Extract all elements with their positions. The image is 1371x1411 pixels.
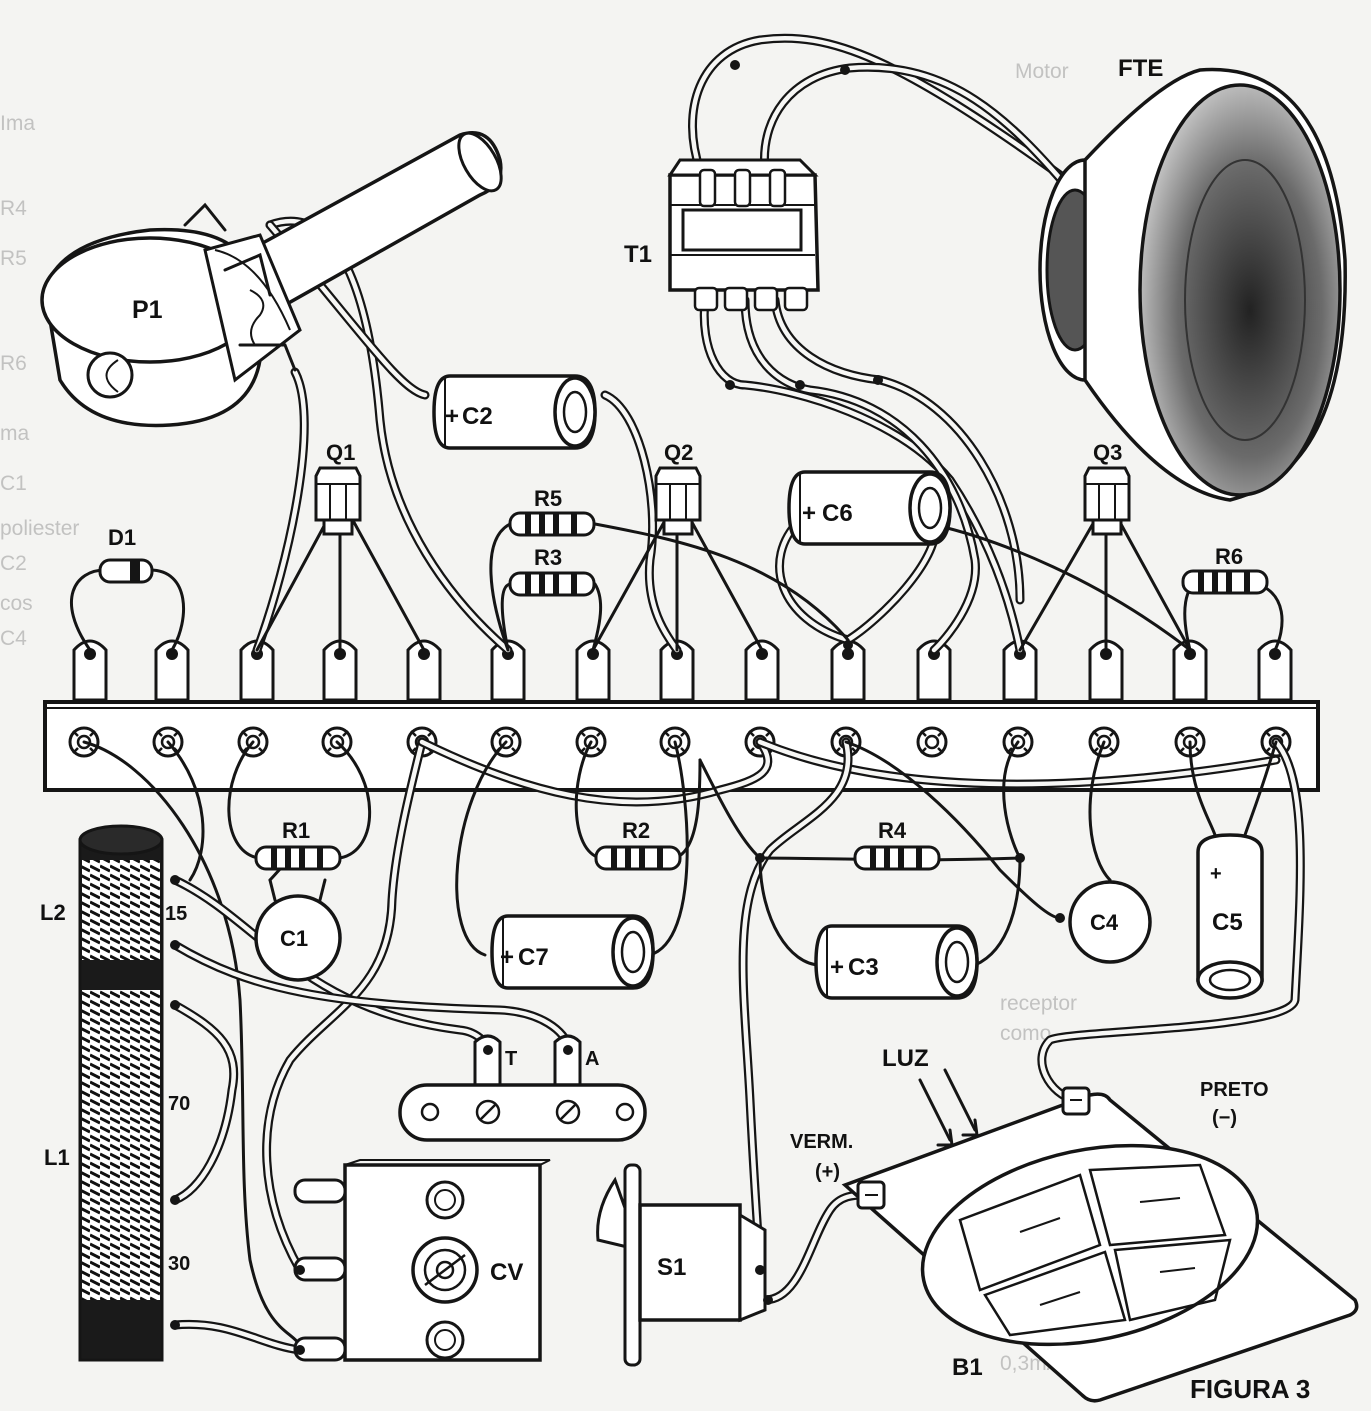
c3-plus: +	[830, 954, 844, 981]
label-c6: C6	[822, 500, 853, 527]
label-s1: S1	[657, 1254, 686, 1281]
svg-text:C2: C2	[0, 552, 27, 575]
capacitor-c1: C1	[254, 878, 342, 982]
svg-text:Ima: Ima	[0, 112, 35, 135]
label-c2: C2	[462, 403, 493, 430]
label-c5-plus: +	[1210, 863, 1222, 885]
svg-text:R4: R4	[0, 197, 27, 220]
label-r4: R4	[878, 818, 907, 843]
label-r6: R6	[1215, 544, 1243, 569]
antenna-terminal: T A	[398, 1034, 647, 1142]
label-p1: P1	[132, 296, 163, 324]
transistor-q2: Q2	[654, 440, 702, 536]
svg-text:poliester: poliester	[0, 517, 79, 540]
label-turns-30: 30	[168, 1253, 190, 1275]
capacitor-c2: C2	[432, 374, 597, 450]
label-d1: D1	[108, 525, 136, 550]
speaker-fte: FTE	[1038, 55, 1347, 502]
label-c1: C1	[280, 926, 308, 951]
svg-text:como: como	[1000, 1022, 1051, 1045]
svg-text:R5: R5	[0, 247, 27, 270]
upper-wires	[252, 33, 1075, 655]
solder-points	[725, 60, 1065, 923]
diode-d1: D1	[98, 525, 154, 584]
label-cv: CV	[490, 1259, 523, 1286]
c6-plus: +	[802, 500, 816, 527]
label-r1: R1	[282, 818, 310, 843]
polarity-marks: + + + +	[445, 403, 844, 981]
label-b1: B1	[952, 1354, 983, 1381]
label-verm-sign: (+)	[815, 1161, 840, 1183]
label-preto-sign: (−)	[1212, 1107, 1237, 1129]
figure-caption: FIGURA 3	[1190, 1374, 1310, 1404]
transformer-t1: T1	[624, 158, 820, 312]
label-c7: C7	[518, 944, 549, 971]
svg-text:cos: cos	[0, 592, 33, 615]
solar-cell-b1: B1 LUZ PRETO (−) VERM. (+)	[790, 1045, 1359, 1403]
label-verm: VERM.	[790, 1131, 853, 1153]
antenna-coil: L2 15 L1 70 30	[40, 824, 190, 1362]
resistor-r2: R2	[596, 818, 680, 869]
capacitor-c3: C3	[814, 924, 979, 1000]
svg-text:C1: C1	[0, 472, 27, 495]
upper-leads	[70, 513, 1284, 652]
label-t: T	[505, 1048, 517, 1070]
label-q3: Q3	[1093, 440, 1122, 465]
svg-text:C4: C4	[0, 627, 27, 650]
resistor-r5: R5	[510, 486, 594, 535]
svg-text:receptor: receptor	[1000, 992, 1077, 1015]
terminal-strip	[43, 639, 1320, 792]
resistor-r1: R1	[256, 818, 340, 869]
resistor-r4: R4	[855, 818, 939, 869]
resistor-r6: R6	[1183, 544, 1267, 593]
label-t1: T1	[624, 241, 652, 268]
svg-text:ma: ma	[0, 422, 29, 445]
label-q1: Q1	[326, 440, 355, 465]
capacitor-c5: + C5	[1196, 833, 1264, 1000]
label-r2: R2	[622, 818, 650, 843]
label-c5: C5	[1212, 909, 1243, 936]
switch-s1: S1	[596, 1163, 773, 1367]
c7-plus: +	[500, 944, 514, 971]
svg-text:Motor: Motor	[1015, 60, 1069, 83]
label-fte: FTE	[1118, 55, 1163, 82]
label-l1: L1	[44, 1145, 70, 1170]
capacitor-c7: C7	[490, 914, 655, 990]
resistor-r3: R3	[510, 545, 594, 595]
label-turns-15: 15	[165, 903, 187, 925]
label-a: A	[585, 1048, 599, 1070]
label-l2: L2	[40, 900, 66, 925]
label-preto: PRETO	[1200, 1079, 1269, 1101]
transistor-q3: Q3	[1083, 440, 1131, 536]
label-c3: C3	[848, 954, 879, 981]
variable-capacitor-cv: CV	[293, 1159, 551, 1362]
c2-plus: +	[445, 403, 459, 430]
capacitor-c6: C6	[787, 470, 952, 546]
lower-wires	[82, 737, 1305, 1355]
potentiometer-p1: P1	[40, 131, 503, 428]
label-q2: Q2	[664, 440, 693, 465]
label-r5: R5	[534, 486, 562, 511]
transistor-q1: Q1	[314, 440, 362, 536]
label-c4: C4	[1090, 910, 1119, 935]
capacitor-c4: C4	[1068, 878, 1152, 964]
label-luz: LUZ	[882, 1045, 929, 1072]
label-r3: R3	[534, 545, 562, 570]
svg-text:R6: R6	[0, 352, 27, 375]
label-turns-70: 70	[168, 1093, 190, 1115]
